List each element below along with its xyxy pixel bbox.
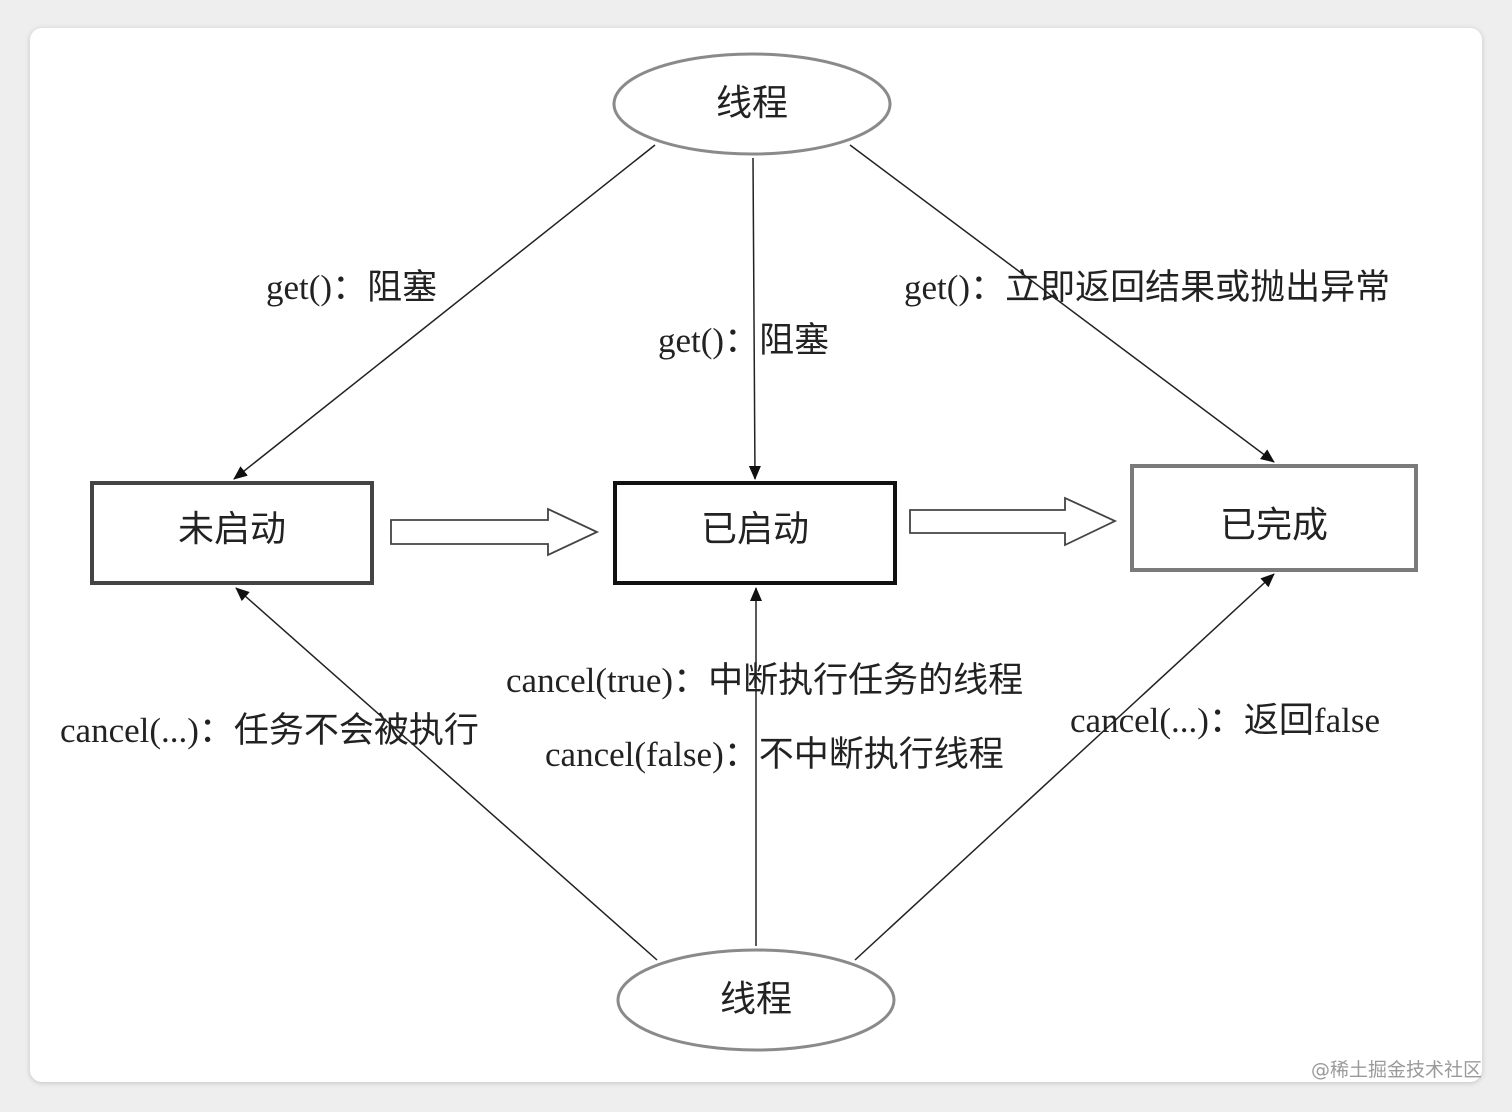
- edge-label-top-to-not-started: get()：阻塞: [266, 268, 438, 307]
- thread-bottom-ellipse: [616, 948, 896, 1052]
- edge-label-bottom-to-started-true: cancel(true)：中断执行任务的线程: [506, 661, 1024, 700]
- started-box: [613, 481, 897, 585]
- completed-box: [1130, 464, 1418, 572]
- started-label: 已启动: [700, 509, 809, 550]
- block-arrow-1: [390, 507, 600, 557]
- not-started-label: 未启动: [177, 509, 286, 550]
- edge-label-bottom-to-not-started: cancel(...)：任务不会被执行: [60, 711, 479, 750]
- edge-label-top-to-started: get()：阻塞: [658, 321, 830, 360]
- edge-label-top-to-completed: get()：立即返回结果或抛出异常: [904, 268, 1391, 307]
- edge-top-to-not-started: [233, 144, 656, 480]
- thread-bottom-label: 线程: [719, 979, 792, 1020]
- edge-top-to-completed: [849, 144, 1275, 463]
- edge-label-bottom-to-started-false: cancel(false)：不中断执行线程: [545, 735, 1004, 774]
- edge-bottom-to-not-started: [235, 587, 658, 961]
- thread-top-ellipse: [612, 52, 892, 156]
- edge-bottom-to-completed: [854, 573, 1275, 961]
- edge-top-to-started: [748, 157, 761, 480]
- thread-top-label: 线程: [715, 83, 788, 124]
- watermark: @稀土掘金技术社区: [1310, 1059, 1482, 1081]
- block-arrow-2: [909, 496, 1118, 547]
- edge-label-bottom-to-completed: cancel(...)：返回false: [1070, 701, 1380, 740]
- not-started-box: [90, 481, 374, 585]
- completed-label: 已完成: [1219, 505, 1328, 546]
